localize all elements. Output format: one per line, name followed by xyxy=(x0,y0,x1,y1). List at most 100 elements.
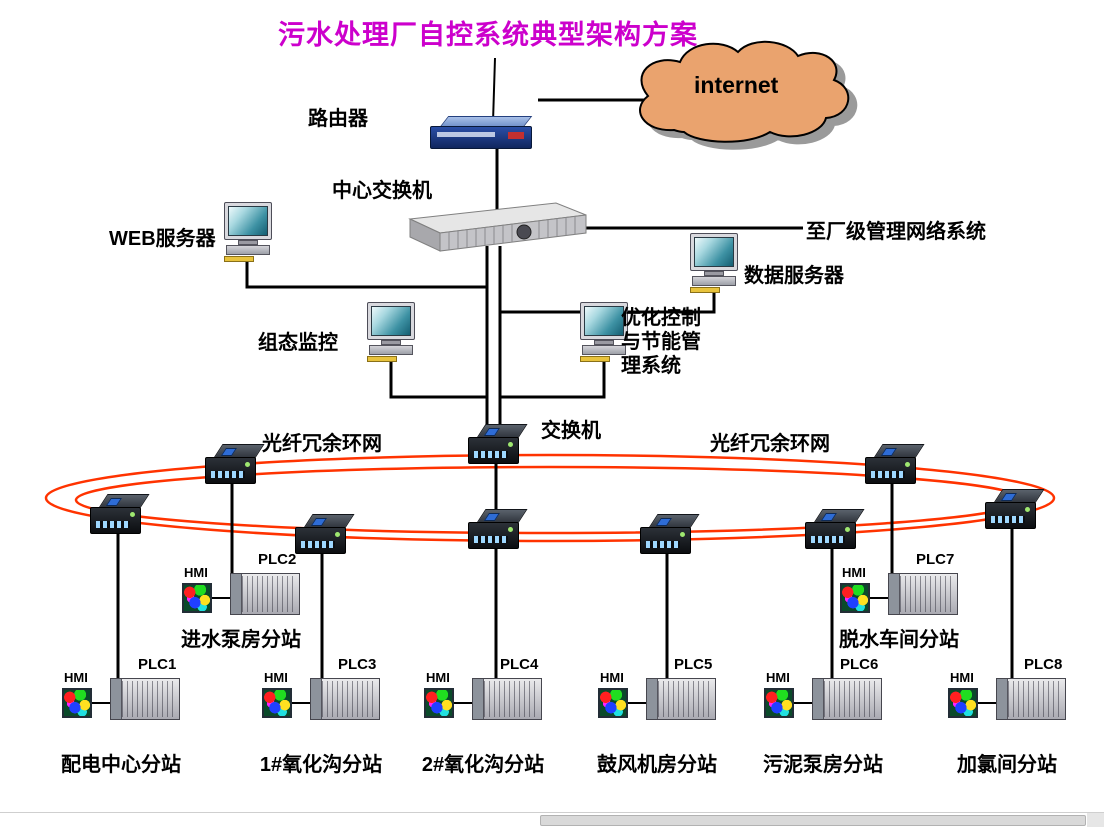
switch-top-face xyxy=(476,509,528,523)
horizontal-scrollbar[interactable] xyxy=(0,812,1104,827)
switch-front-face xyxy=(805,522,856,549)
switch-top-face xyxy=(213,444,265,458)
monitor-icon xyxy=(580,302,628,340)
switch-chip xyxy=(310,518,327,526)
hmi-label: HMI xyxy=(600,670,624,685)
switch-ports xyxy=(811,536,845,543)
station-name: 脱水车间分站 xyxy=(839,629,959,651)
station-power-distribution: HMI PLC1 配电中心分站 xyxy=(61,656,181,776)
switch-ports xyxy=(646,541,680,548)
keyboard-icon xyxy=(226,245,270,255)
switch-chip xyxy=(655,518,672,526)
switch-ports xyxy=(96,521,130,528)
router-device-icon xyxy=(430,112,534,154)
internet-cloud-icon xyxy=(639,40,850,143)
hmi-screen-icon xyxy=(840,583,870,613)
optimization-system-label: 优化控制 与节能管 理系统 xyxy=(621,307,701,377)
station-name: 配电中心分站 xyxy=(61,754,181,776)
router-led xyxy=(508,132,524,139)
central-switch-icon xyxy=(408,202,587,252)
switch-led xyxy=(845,527,850,532)
hmi-plc-cable xyxy=(292,702,310,704)
switch-chip xyxy=(820,513,837,521)
hmi-plc-cable xyxy=(212,597,230,599)
switch-chip xyxy=(483,428,500,436)
switch-vents xyxy=(448,216,576,250)
monitor-icon xyxy=(690,233,738,271)
switch-front-face xyxy=(640,527,691,554)
switch-top-face xyxy=(873,444,925,458)
ring-switch-5-icon xyxy=(640,514,700,556)
switch-ports xyxy=(474,536,508,543)
hmi-plc-cable xyxy=(870,597,888,599)
station-chlorination: HMI PLC8 加氯间分站 xyxy=(948,656,1066,776)
switch-led xyxy=(335,532,340,537)
switch-top-face xyxy=(98,494,150,508)
scada-monitor-label: 组态监控 xyxy=(258,332,338,354)
hmi-screen-icon xyxy=(62,688,92,718)
hmi-screen-icon xyxy=(424,688,454,718)
monitor-base xyxy=(381,340,401,345)
hmi-label: HMI xyxy=(842,565,866,580)
keyboard-icon xyxy=(369,345,413,355)
switch-front-face xyxy=(985,502,1036,529)
ring-switch-7-icon xyxy=(865,444,925,486)
ring-switch-1-icon xyxy=(90,494,150,536)
keyboard-accent xyxy=(224,256,254,262)
switch-led xyxy=(245,462,250,467)
monitor-base xyxy=(704,271,724,276)
keyboard-accent xyxy=(367,356,397,362)
switch-front-face xyxy=(468,437,519,464)
switch-led xyxy=(508,442,513,447)
switch-chip xyxy=(220,448,237,456)
hmi-label: HMI xyxy=(766,670,790,685)
monitor-icon xyxy=(367,302,415,340)
plc-device-icon xyxy=(812,678,882,720)
plc-label: PLC7 xyxy=(916,551,955,568)
switch-front-face xyxy=(295,527,346,554)
central-switch-label: 中心交换机 xyxy=(332,180,432,202)
plc-device-icon xyxy=(310,678,380,720)
monitor-icon xyxy=(224,202,272,240)
web-server-label: WEB服务器 xyxy=(109,228,216,250)
ring-switch-top-icon xyxy=(468,424,528,466)
switch-ports xyxy=(991,516,1025,523)
switch-top-face xyxy=(993,489,1045,503)
hmi-plc-cable xyxy=(978,702,996,704)
fiber-ring-label-right: 光纤冗余环网 xyxy=(710,433,830,455)
hmi-screen-icon xyxy=(262,688,292,718)
hmi-plc-cable xyxy=(454,702,472,704)
router-label: 路由器 xyxy=(308,108,368,130)
switch-top-face xyxy=(648,514,700,528)
keyboard-accent xyxy=(580,356,610,362)
station-dewatering: HMI PLC7 脱水车间分站 xyxy=(839,551,959,663)
switch-front-face xyxy=(468,522,519,549)
scrollbar-thumb[interactable] xyxy=(540,815,1086,826)
switch-led xyxy=(508,527,513,532)
station-oxidation-ditch-2: HMI PLC4 2#氧化沟分站 xyxy=(422,656,544,776)
screen xyxy=(584,306,624,336)
plc-device-icon xyxy=(996,678,1066,720)
ring-switch-4-icon xyxy=(468,509,528,551)
station-name: 鼓风机房分站 xyxy=(597,754,717,776)
switch-top-face xyxy=(813,509,865,523)
station-inlet-pump: HMI PLC2 进水泵房分站 xyxy=(181,551,301,663)
hmi-label: HMI xyxy=(64,670,88,685)
monitor-base xyxy=(238,240,258,245)
hmi-label: HMI xyxy=(426,670,450,685)
hmi-plc-cable xyxy=(794,702,812,704)
internet-label: internet xyxy=(694,72,779,98)
station-name: 1#氧化沟分站 xyxy=(259,754,383,776)
station-name: 进水泵房分站 xyxy=(181,629,301,651)
screen xyxy=(371,306,411,336)
switch-led xyxy=(680,532,685,537)
switch-chip xyxy=(105,498,122,506)
web-server-icon xyxy=(222,202,274,264)
ring-switch-3-icon xyxy=(295,514,355,556)
plc-label: PLC1 xyxy=(138,656,177,673)
hmi-plc-cable xyxy=(628,702,646,704)
fiber-ring-label-left: 光纤冗余环网 xyxy=(262,433,382,455)
screen xyxy=(694,237,734,267)
